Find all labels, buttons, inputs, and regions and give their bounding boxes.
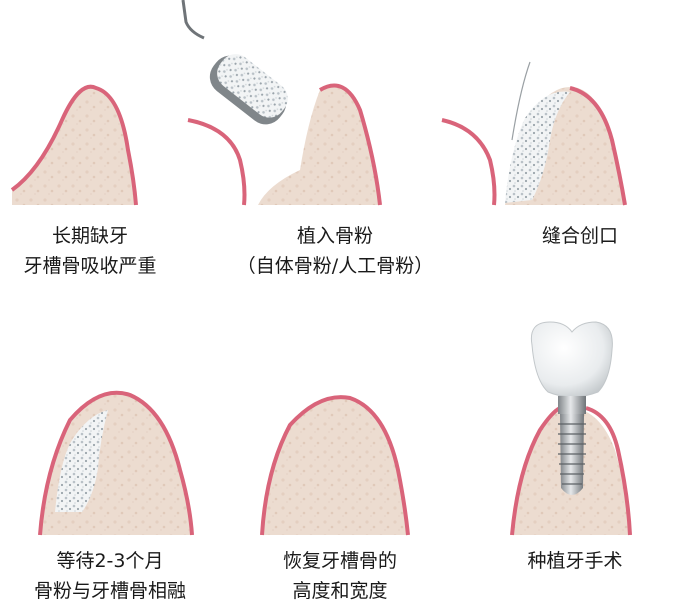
surgical-instrument-handle <box>183 0 204 38</box>
caption-line-1: 长期缺牙 <box>0 221 180 251</box>
gum-flap-left <box>442 120 495 205</box>
caption-line-1: 等待2-3个月 <box>10 546 210 576</box>
panel-healing <box>40 393 192 535</box>
bone-ridge <box>12 87 136 205</box>
caption-step-5: 恢复牙槽骨的 高度和宽度 <box>260 546 420 606</box>
caption-step-6: 种植牙手术 <box>500 546 650 576</box>
implant-abutment <box>558 396 586 414</box>
caption-line-2: 牙槽骨吸收严重 <box>0 251 180 281</box>
caption-step-2: 植入骨粉 （自体骨粉/人工骨粉） <box>215 221 455 281</box>
caption-line-2: 骨粉与牙槽骨相融 <box>10 576 210 606</box>
gum-flap <box>188 120 245 205</box>
panel-graft-insertion <box>183 0 380 205</box>
panel-resorbed-ridge <box>12 87 136 205</box>
caption-step-4: 等待2-3个月 骨粉与牙槽骨相融 <box>10 546 210 606</box>
panel-suture <box>442 62 625 205</box>
caption-line-1: 缝合创口 <box>505 221 655 251</box>
caption-line-2: （自体骨粉/人工骨粉） <box>215 251 455 281</box>
caption-line-1: 植入骨粉 <box>215 221 455 251</box>
graft-spoon <box>203 45 296 131</box>
panel-implant <box>512 322 630 535</box>
bone-ridge <box>262 397 408 535</box>
panel-restored-ridge <box>262 397 408 535</box>
caption-step-1: 长期缺牙 牙槽骨吸收严重 <box>0 221 180 281</box>
caption-step-3: 缝合创口 <box>505 221 655 251</box>
caption-line-1: 恢复牙槽骨的 <box>260 546 420 576</box>
caption-line-1: 种植牙手术 <box>500 546 650 576</box>
dental-crown <box>531 322 612 397</box>
caption-line-2: 高度和宽度 <box>260 576 420 606</box>
